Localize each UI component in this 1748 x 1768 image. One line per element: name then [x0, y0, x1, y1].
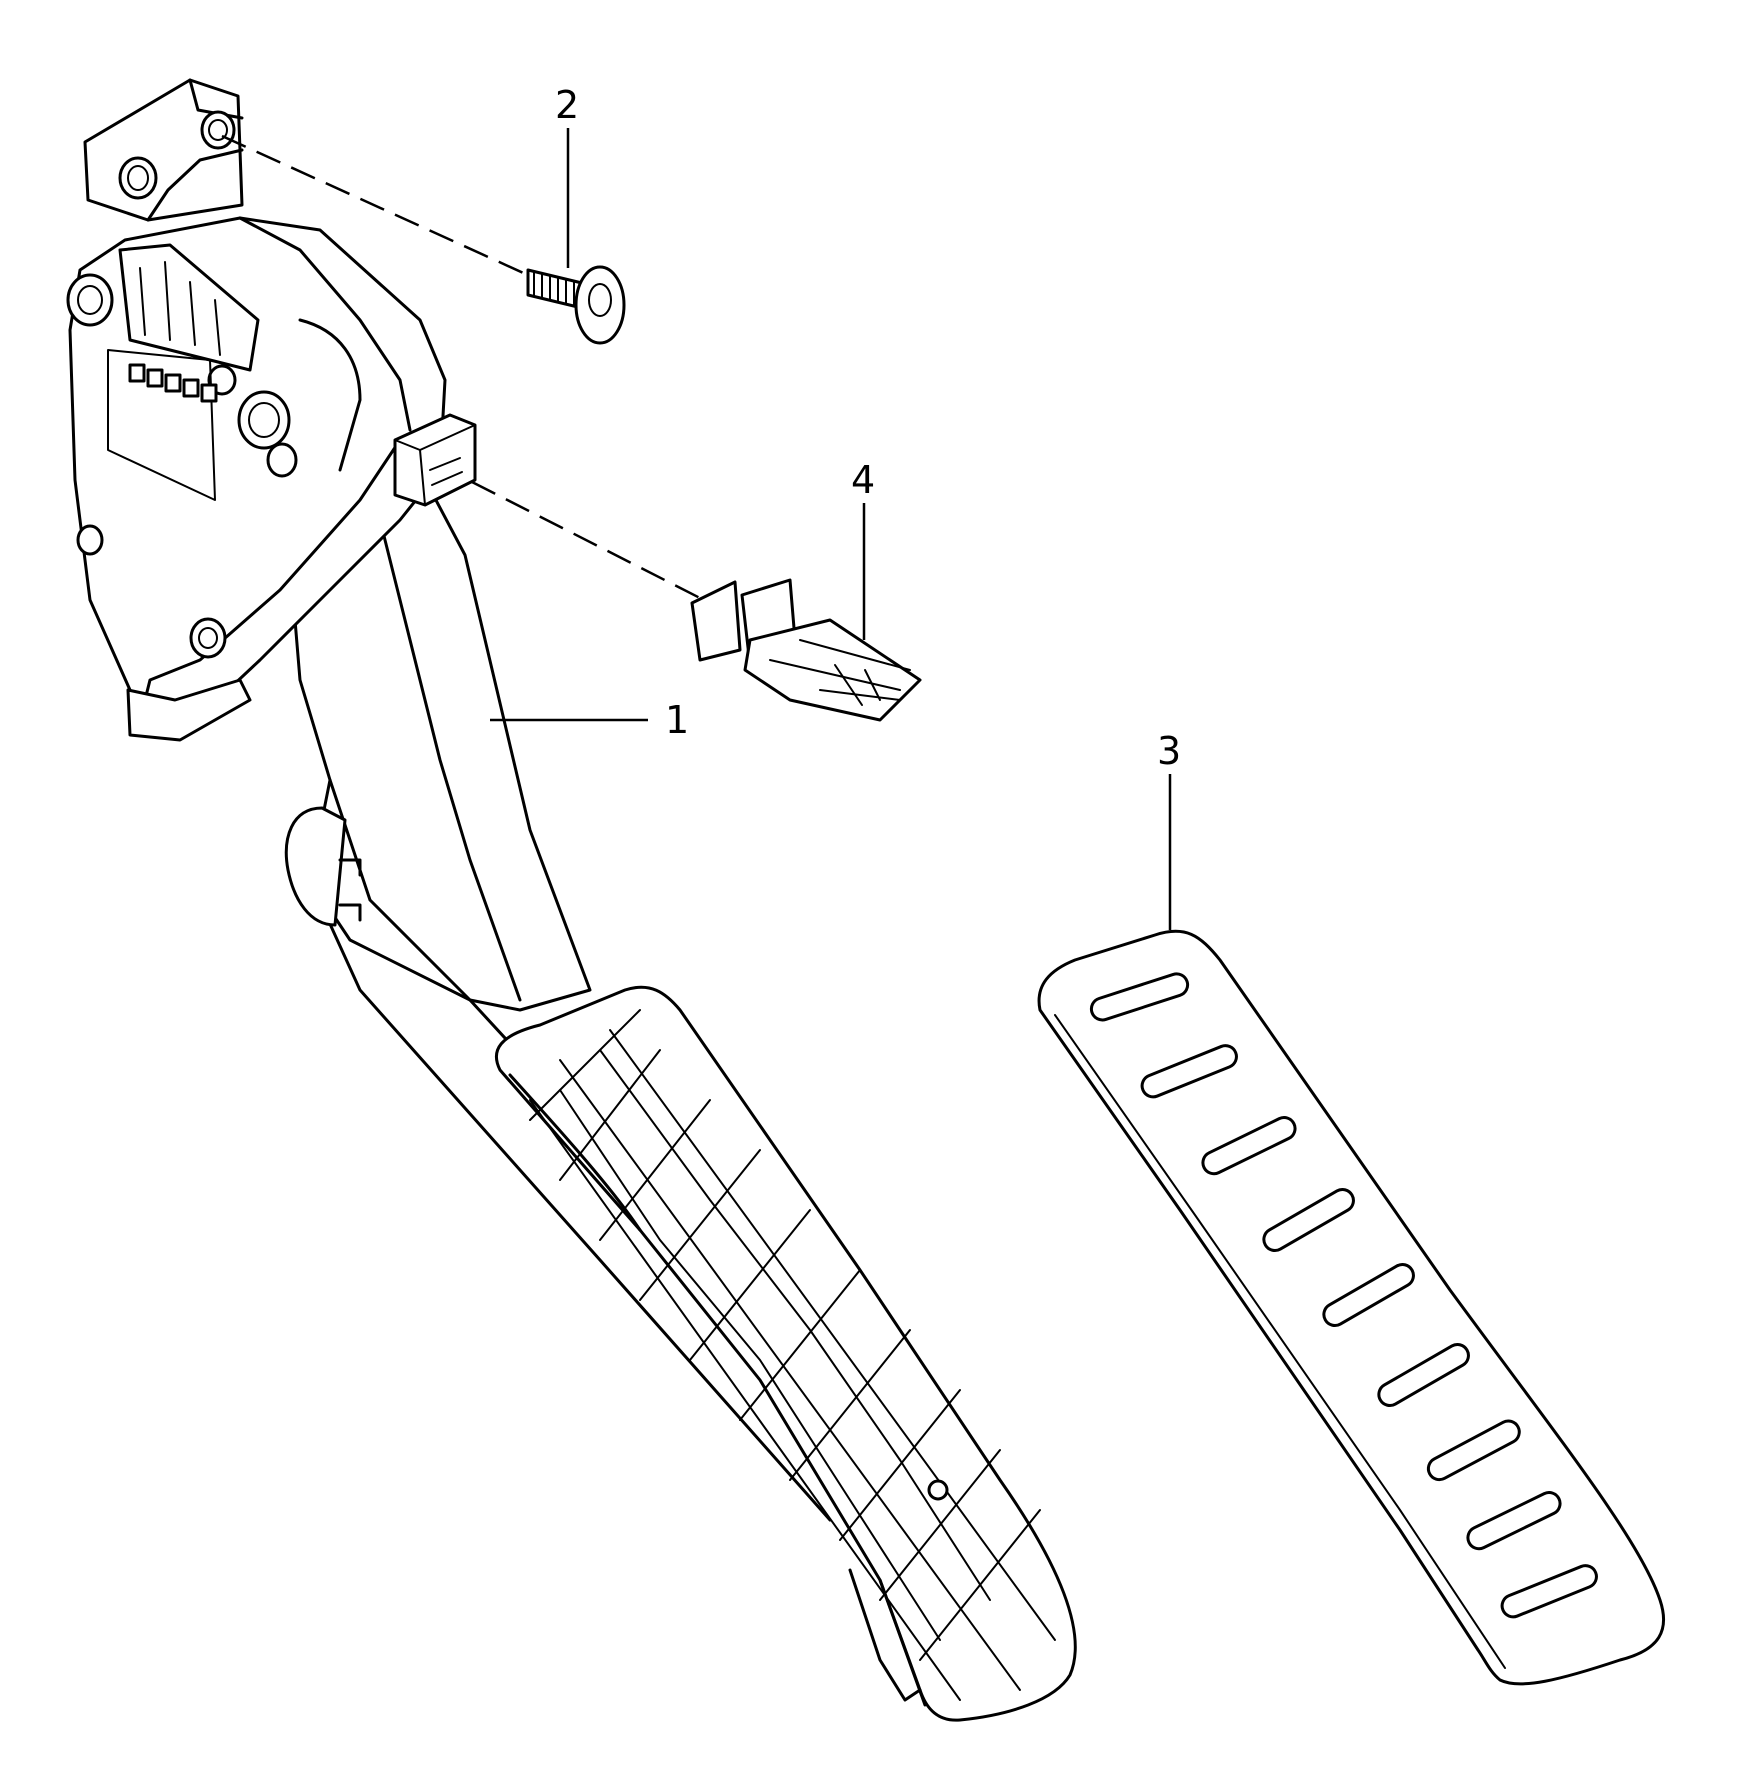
- mounting-bracket: [83, 78, 244, 222]
- retaining-clip: [690, 578, 922, 722]
- callout-labels: 1 2 3 4: [555, 83, 1181, 773]
- pedal-pad: [494, 985, 1077, 1722]
- callout-3: 3: [1157, 729, 1181, 773]
- callout-1: 1: [665, 698, 689, 742]
- callout-2: 2: [555, 83, 579, 127]
- accelerator-pedal-assembly: [66, 78, 1077, 1722]
- callout-4: 4: [851, 458, 875, 502]
- callout-leaders: [490, 128, 1172, 930]
- bolt-assembly-line: [221, 134, 531, 278]
- mounting-bolt: [526, 265, 626, 345]
- pedal-stop-knob: [284, 806, 362, 927]
- clip-assembly-line: [471, 480, 701, 600]
- pad-tread-pattern: [529, 1009, 1056, 1701]
- cover-pad-slots: [1089, 972, 1598, 1619]
- sensor-housing: [66, 216, 447, 742]
- pedal-cover-pad: [1037, 929, 1666, 1686]
- assembly-lines: [221, 134, 701, 600]
- clip-socket: [393, 413, 477, 507]
